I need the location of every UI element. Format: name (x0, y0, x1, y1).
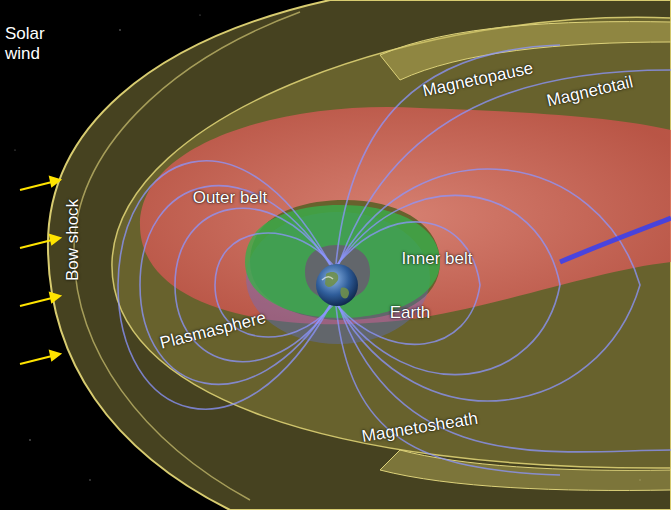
region-label: Outer belt (193, 188, 268, 208)
flow-label: Solar wind (5, 24, 63, 65)
field-lines (118, 45, 671, 475)
region-label: Bow shock (63, 199, 83, 281)
bow-shock-shell (48, 0, 671, 510)
tail-current-sheet (560, 218, 671, 262)
magnetopause-shell (112, 17, 671, 468)
earth-cloud (322, 277, 333, 280)
region-label: Inner belt (402, 249, 473, 269)
earth-globe (316, 264, 358, 306)
magnetotail-tube (380, 450, 671, 490)
solar-wind-arrows (20, 177, 60, 364)
outer-belt-torus (140, 107, 671, 324)
planet-label: Earth (390, 303, 431, 323)
